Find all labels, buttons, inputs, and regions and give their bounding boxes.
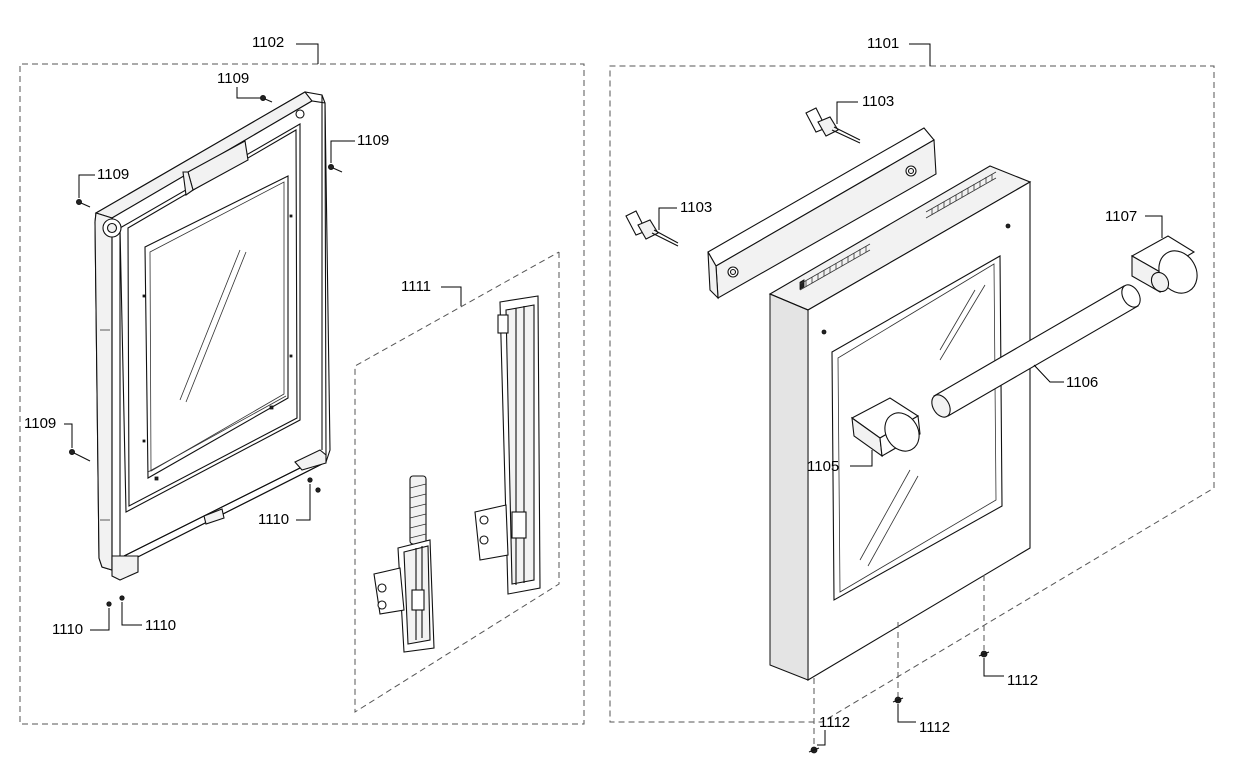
handle-bar bbox=[931, 284, 1141, 418]
leader-1105 bbox=[850, 450, 873, 467]
leader-1110-right bbox=[296, 484, 311, 521]
trim-strip bbox=[707, 127, 937, 300]
screw-1110-right-b bbox=[315, 487, 321, 493]
screw-1112-middle bbox=[892, 696, 904, 704]
leader-1106 bbox=[1033, 364, 1064, 383]
leader-1103-upper bbox=[836, 101, 858, 124]
callout-1112-left: 1112 bbox=[819, 714, 850, 731]
screw-1110-right-a bbox=[307, 477, 313, 483]
callout-1109-bottom: 1109 bbox=[24, 415, 56, 432]
end-cap-right bbox=[1130, 235, 1198, 294]
screw-1109-bottom bbox=[69, 448, 91, 462]
screw-1109-top bbox=[259, 95, 273, 103]
callout-1110-right: 1110 bbox=[258, 511, 289, 528]
group-1111-boundary bbox=[354, 251, 560, 713]
leader-1110-bottom-left bbox=[90, 608, 110, 631]
leader-1109-top bbox=[236, 87, 260, 99]
screw-1112-left bbox=[808, 746, 820, 754]
leader-1111 bbox=[441, 286, 462, 306]
group-1102-boundary bbox=[19, 63, 585, 725]
end-cap-left bbox=[850, 397, 921, 458]
inner-door-frame bbox=[94, 91, 331, 581]
leader-1107 bbox=[1145, 215, 1163, 238]
callout-1111: 1111 bbox=[401, 278, 431, 295]
hinge-right bbox=[474, 295, 541, 595]
screw-1103-lower bbox=[625, 210, 679, 247]
callout-1109-top: 1109 bbox=[217, 70, 249, 87]
callout-1112-right: 1112 bbox=[1007, 672, 1038, 689]
callout-1106: 1106 bbox=[1066, 374, 1098, 391]
screw-1112-right bbox=[978, 650, 990, 658]
callout-1105: 1105 bbox=[807, 458, 839, 475]
screw-1109-left bbox=[76, 198, 91, 208]
callout-1102: 1102 bbox=[252, 34, 284, 51]
leader-1102 bbox=[296, 43, 319, 64]
callout-1112-middle: 1112 bbox=[919, 719, 950, 736]
callout-1107: 1107 bbox=[1105, 208, 1137, 225]
leader-1109-left bbox=[78, 174, 95, 198]
leader-1101 bbox=[909, 43, 931, 66]
leader-1110-bottom-right bbox=[121, 602, 142, 626]
callout-1103-upper: 1103 bbox=[862, 93, 894, 110]
callout-1109-left: 1109 bbox=[97, 166, 129, 183]
hinge-left bbox=[373, 475, 435, 653]
callout-1109-right: 1109 bbox=[357, 132, 389, 149]
leader-1103-lower bbox=[658, 207, 677, 230]
vent-ticks bbox=[805, 174, 993, 287]
leader-1109-bottom bbox=[64, 423, 73, 448]
screw-1109-right bbox=[327, 163, 343, 173]
leader-1112-right bbox=[983, 658, 1004, 677]
callout-1101: 1101 bbox=[867, 35, 899, 52]
group-1101-boundary bbox=[609, 65, 1215, 723]
callout-1103-lower: 1103 bbox=[680, 199, 712, 216]
callout-1110-bottom-right: 1110 bbox=[145, 617, 176, 634]
screw-1103-upper bbox=[805, 107, 861, 144]
screw-1110-bottom-b bbox=[119, 595, 125, 601]
leader-1112-left bbox=[817, 730, 826, 746]
leader-1112-middle bbox=[897, 704, 916, 723]
screw-1110-bottom-a bbox=[106, 601, 112, 607]
inner-window-glass bbox=[144, 175, 289, 479]
leader-1109-right bbox=[330, 140, 355, 163]
callout-1110-bottom-left: 1110 bbox=[52, 621, 83, 638]
